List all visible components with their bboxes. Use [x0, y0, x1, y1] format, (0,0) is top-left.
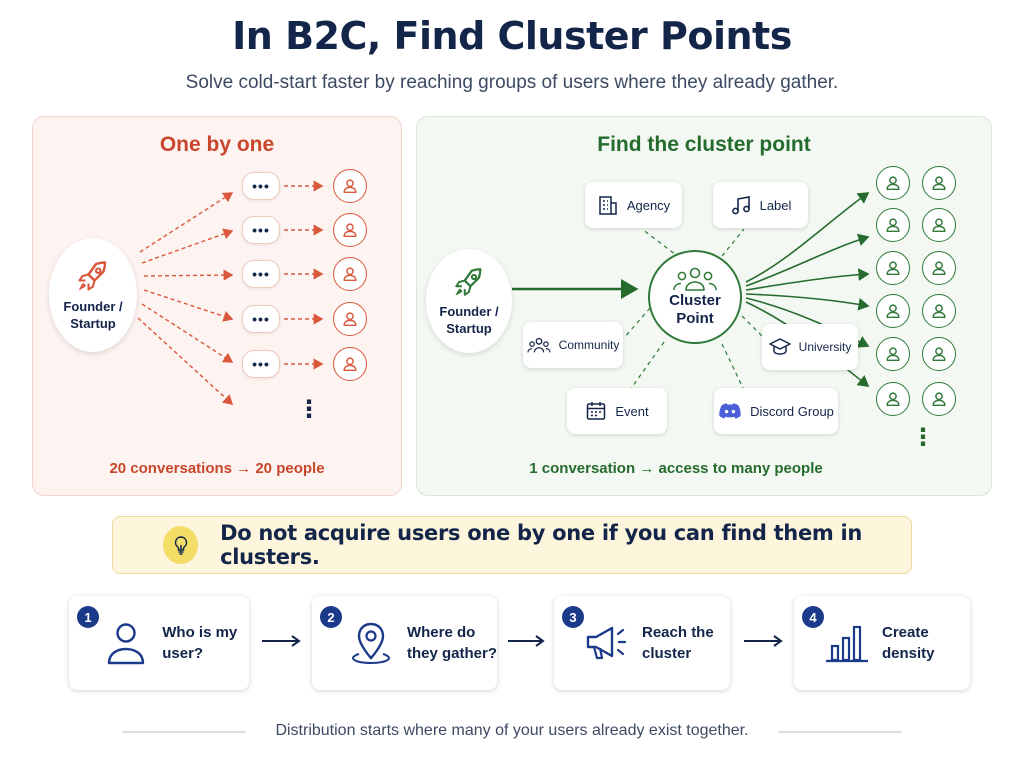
person-icon	[876, 166, 910, 200]
cluster-point-caption: 1 conversation → access to many people	[529, 460, 823, 477]
person-icon	[333, 347, 367, 381]
person-icon	[922, 337, 956, 371]
channel-event-label: Event	[615, 403, 649, 419]
channel-label: Label	[713, 182, 808, 228]
group-icon	[673, 267, 717, 291]
person-icon	[333, 213, 367, 247]
more-people-ellipsis: ⋮	[297, 398, 321, 422]
founder-to-conversations-arrows	[137, 192, 234, 405]
step-label: Where do they gather?	[406, 624, 497, 662]
conversation-bubble: •••	[242, 260, 280, 288]
key-takeaway-banner: Do not acquire users one by one if you c…	[112, 516, 912, 574]
music-note-icon	[731, 196, 750, 215]
person-icon	[922, 208, 956, 242]
person-icon	[876, 337, 910, 371]
banner-text: Do not acquire users one by one if you c…	[220, 521, 863, 569]
person-icon	[922, 251, 956, 285]
person-icon	[876, 251, 910, 285]
discord-icon	[719, 403, 741, 419]
conversation-to-person-arrows	[284, 180, 324, 370]
calendar-icon	[587, 402, 606, 420]
community-icon	[526, 337, 551, 353]
rocket-icon	[78, 261, 107, 291]
person-icon	[876, 294, 910, 328]
founder-label: Founder / Startup	[63, 299, 123, 331]
location-pin-icon	[348, 619, 395, 667]
one-by-one-caption: 20 conversations → 20 people	[109, 460, 325, 477]
person-icon	[922, 294, 956, 328]
founder-node-left: Founder / Startup	[49, 238, 137, 352]
channel-university-label: University	[798, 340, 852, 354]
user-icon	[103, 619, 148, 667]
building-icon	[599, 196, 617, 215]
step-number: 3	[562, 606, 584, 628]
page-subtitle: Solve cold-start faster by reaching grou…	[185, 72, 839, 93]
cluster-point-node: Cluster Point	[648, 250, 742, 344]
channel-label-label: Label	[759, 197, 792, 213]
person-icon	[922, 382, 956, 416]
step-label: Reach the cluster	[642, 624, 714, 662]
step-number: 2	[320, 606, 342, 628]
conversation-bubble: •••	[242, 305, 280, 333]
page-title: In B2C, Find Cluster Points	[232, 14, 792, 58]
channel-agency: Agency	[585, 182, 682, 228]
footer-note: Distribution starts where many of your u…	[275, 722, 749, 739]
channel-community-label: Community	[558, 338, 620, 352]
step-label: Who is my user?	[162, 624, 238, 662]
cluster-point-label: Cluster Point	[669, 292, 721, 327]
cluster-point-title: Find the cluster point	[597, 133, 811, 156]
conversation-bubble: •••	[242, 350, 280, 378]
step-reach-the-cluster: 3 Reach the cluster	[554, 596, 730, 690]
person-icon	[333, 257, 367, 291]
more-people-ellipsis: ⋮	[911, 426, 935, 450]
step-create-density: 4 Create density	[794, 596, 970, 690]
step-where-do-they-gather: 2 Where do they gather?	[312, 596, 497, 690]
step-who-is-my-user: 1 Who is my user?	[69, 596, 249, 690]
channel-discord-group: Discord Group	[714, 388, 838, 434]
cluster-to-people-arrows	[745, 192, 870, 387]
cluster-channel-spokes	[623, 228, 763, 391]
channel-community: Community	[523, 322, 623, 368]
lightbulb-icon	[163, 526, 199, 564]
person-icon	[922, 166, 956, 200]
person-icon	[333, 302, 367, 336]
graduation-cap-icon	[768, 338, 791, 355]
step-arrows	[262, 635, 783, 647]
channel-university: University	[762, 324, 858, 370]
conversation-bubble: •••	[242, 216, 280, 244]
step-label: Create density	[882, 624, 935, 662]
one-by-one-title: One by one	[159, 133, 275, 156]
bar-chart-icon	[824, 619, 870, 667]
rocket-icon	[455, 268, 482, 296]
person-icon	[876, 208, 910, 242]
founder-label: Founder / Startup	[439, 304, 499, 336]
founder-node-right: Founder / Startup	[426, 249, 512, 353]
step-number: 1	[77, 606, 99, 628]
step-number: 4	[802, 606, 824, 628]
megaphone-icon	[584, 619, 632, 667]
channel-event: Event	[567, 388, 667, 434]
channel-discord-label: Discord Group	[750, 403, 834, 419]
person-icon	[333, 169, 367, 203]
channel-agency-label: Agency	[626, 197, 671, 213]
conversation-bubble: •••	[242, 172, 280, 200]
person-icon	[876, 382, 910, 416]
